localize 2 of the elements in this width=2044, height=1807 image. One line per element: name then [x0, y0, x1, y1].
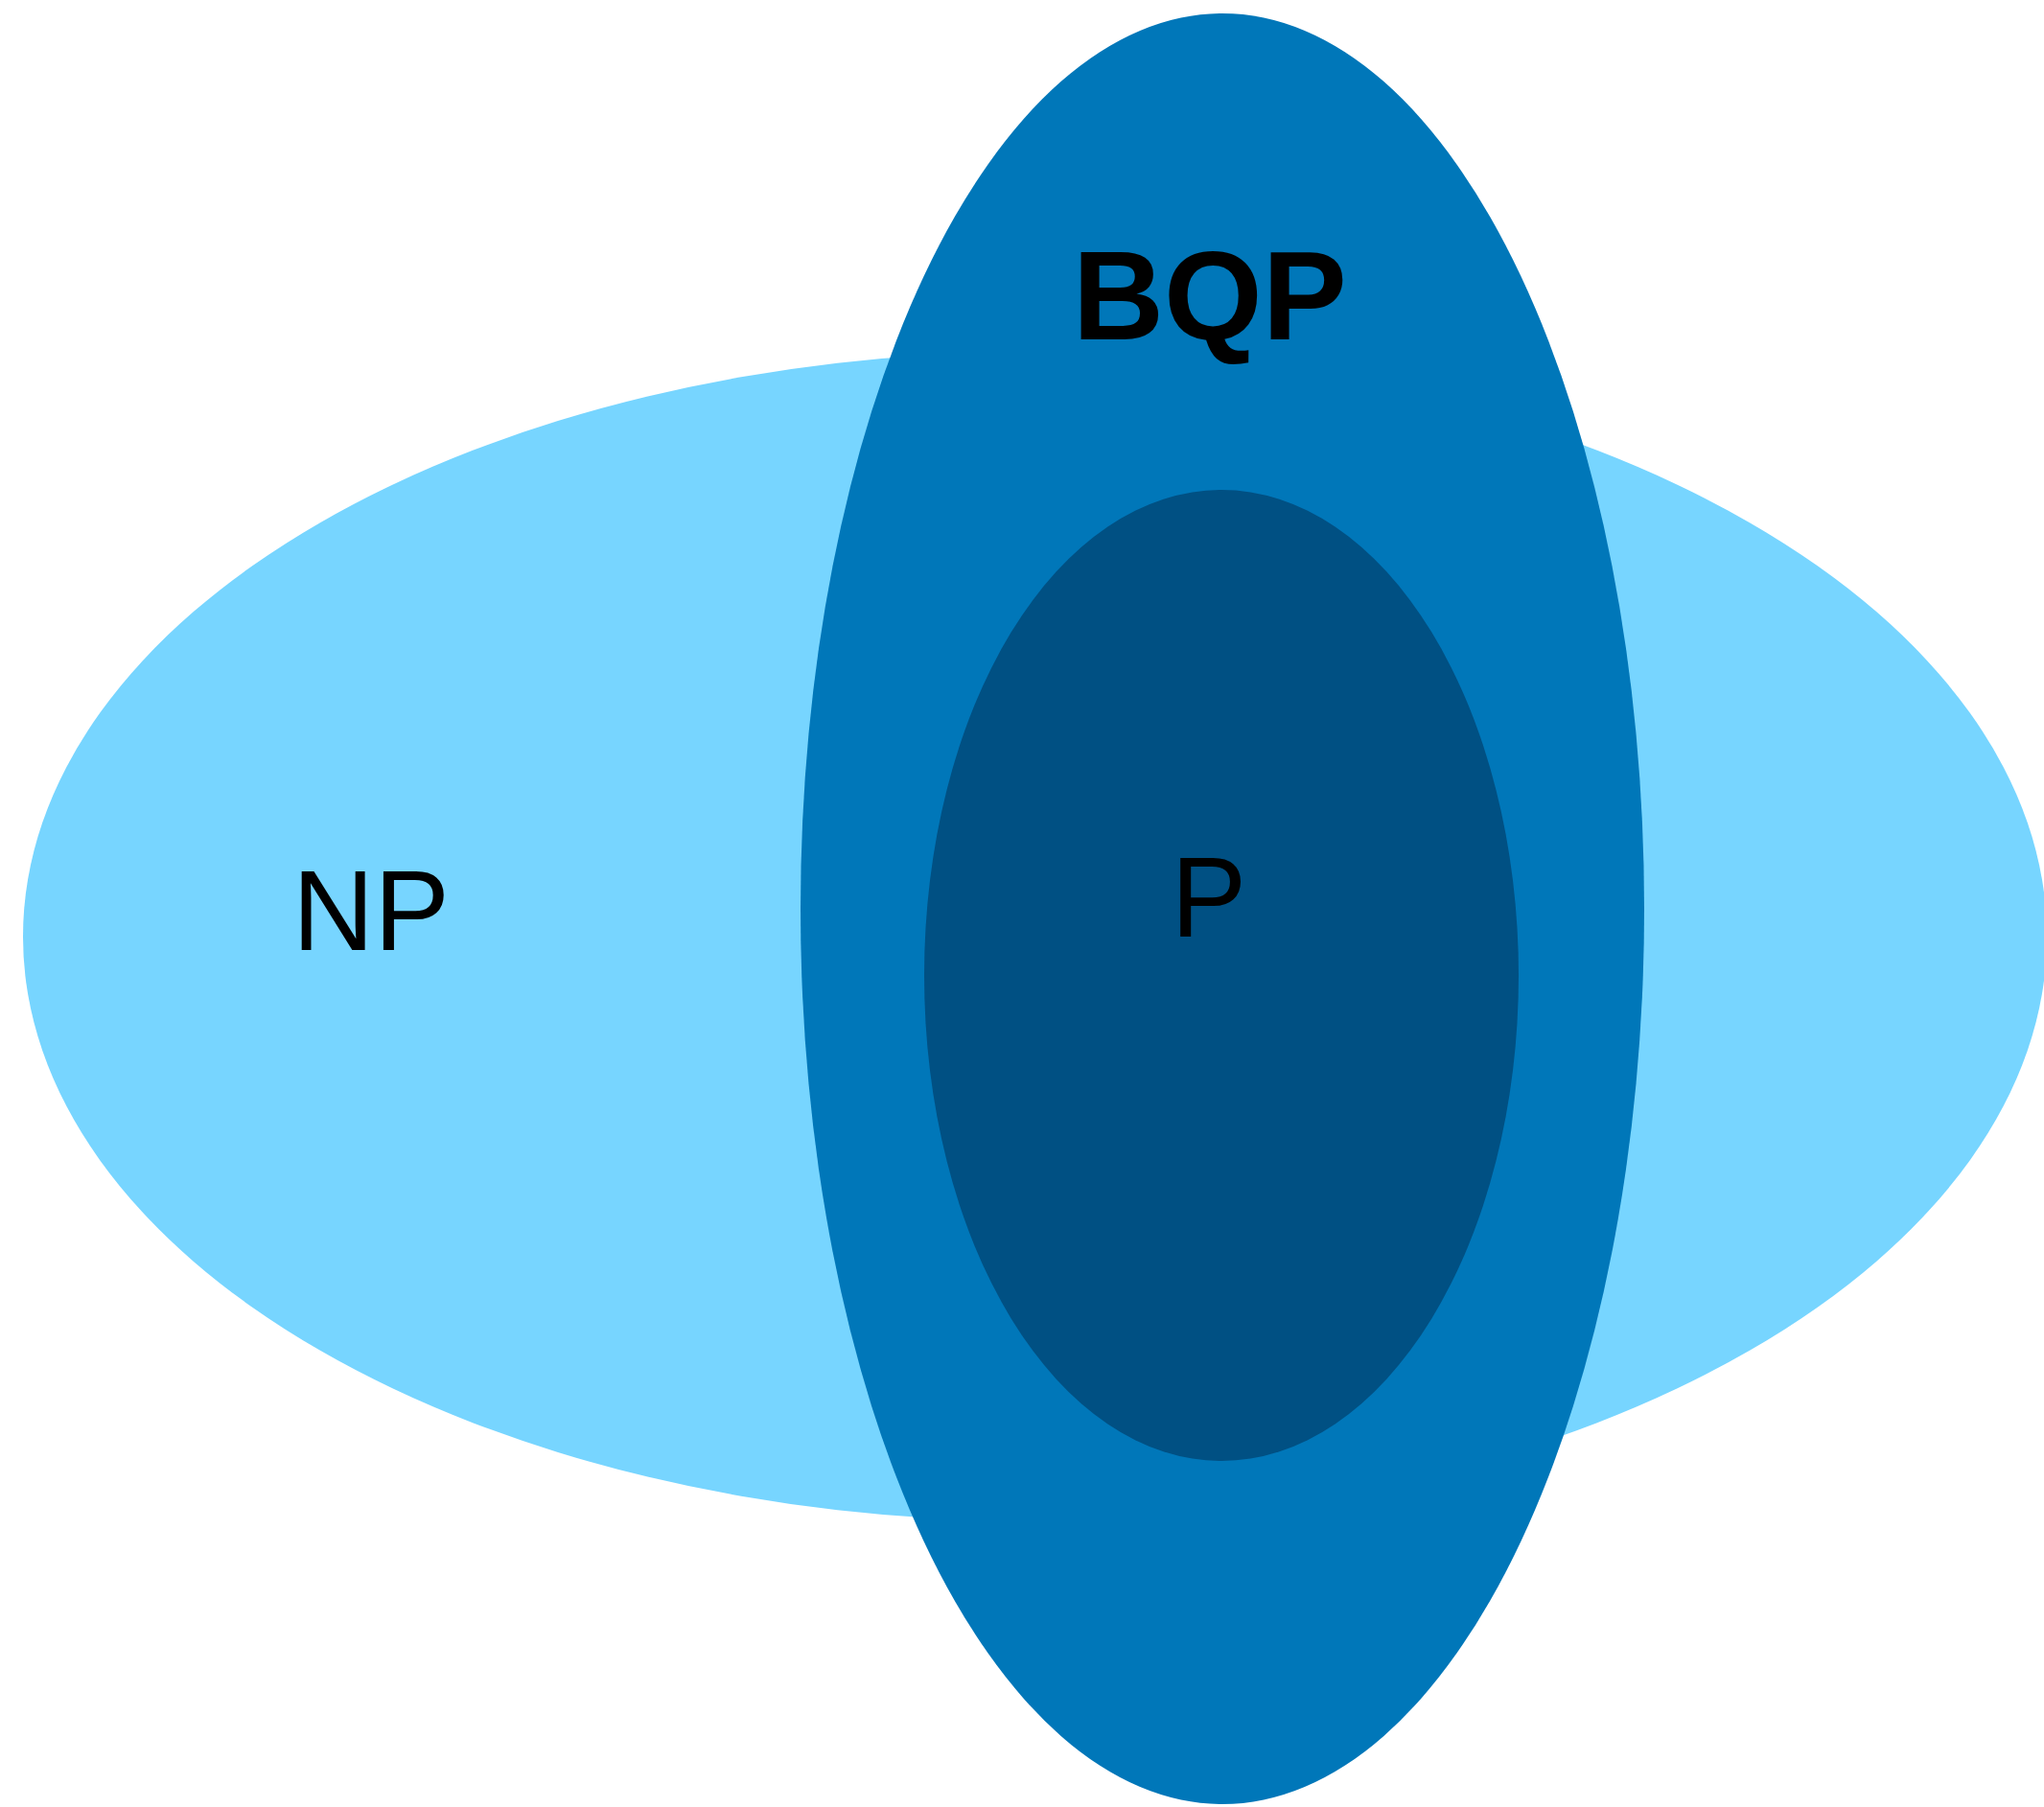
set-label: P [1171, 841, 1247, 955]
set-label: NP [292, 854, 451, 968]
